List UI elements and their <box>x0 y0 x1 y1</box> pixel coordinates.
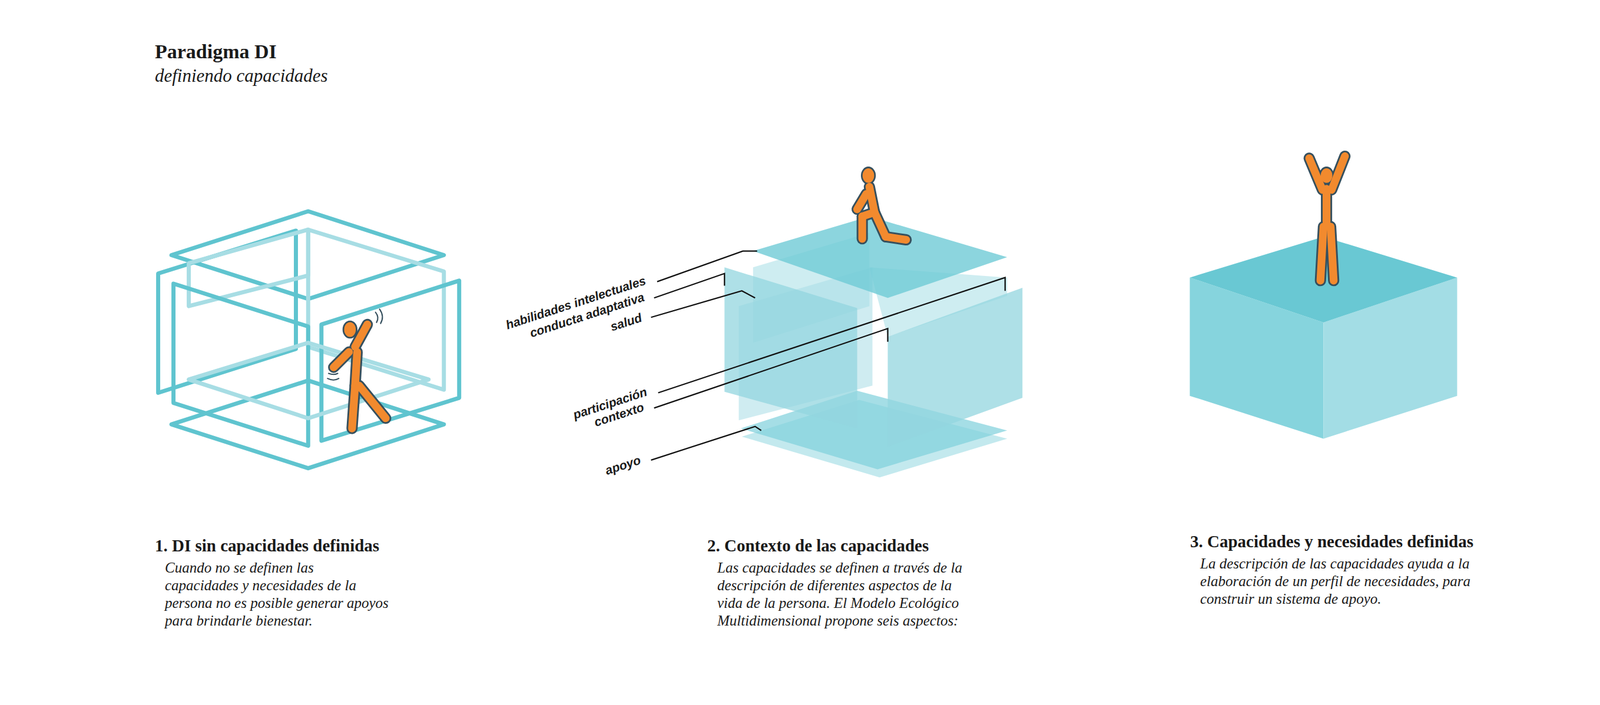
panel-heading: 1. DI sin capacidades definidas <box>154 535 389 556</box>
leader-lines <box>651 251 1006 461</box>
person-kneeling <box>857 167 907 241</box>
panel-body: Las capacidades se definen a través de l… <box>717 559 965 631</box>
person-arms-up <box>1309 156 1346 281</box>
person-walking <box>327 309 386 429</box>
panel-caption: 2. Contexto de las capacidadesLas capaci… <box>707 535 965 631</box>
panel-caption: 3. Capacidades y necesidades definidasLa… <box>1190 531 1507 609</box>
panel-heading: 3. Capacidades y necesidades definidas <box>1190 531 1507 552</box>
panel-body: La descripción de las capacidades ayuda … <box>1200 555 1507 609</box>
panel-heading: 2. Contexto de las capacidades <box>707 535 965 556</box>
layered-cube <box>724 216 1023 479</box>
wire-cube <box>158 211 460 469</box>
diagram-title: Paradigma DI <box>154 40 277 64</box>
aspect-label: apoyo <box>602 453 644 479</box>
panel-body: Cuando no se definen las capacidades y n… <box>164 559 389 631</box>
subtitle: definiendo capacidades <box>154 64 329 88</box>
panel-caption: 1. DI sin capacidades definidasCuando no… <box>154 535 389 631</box>
